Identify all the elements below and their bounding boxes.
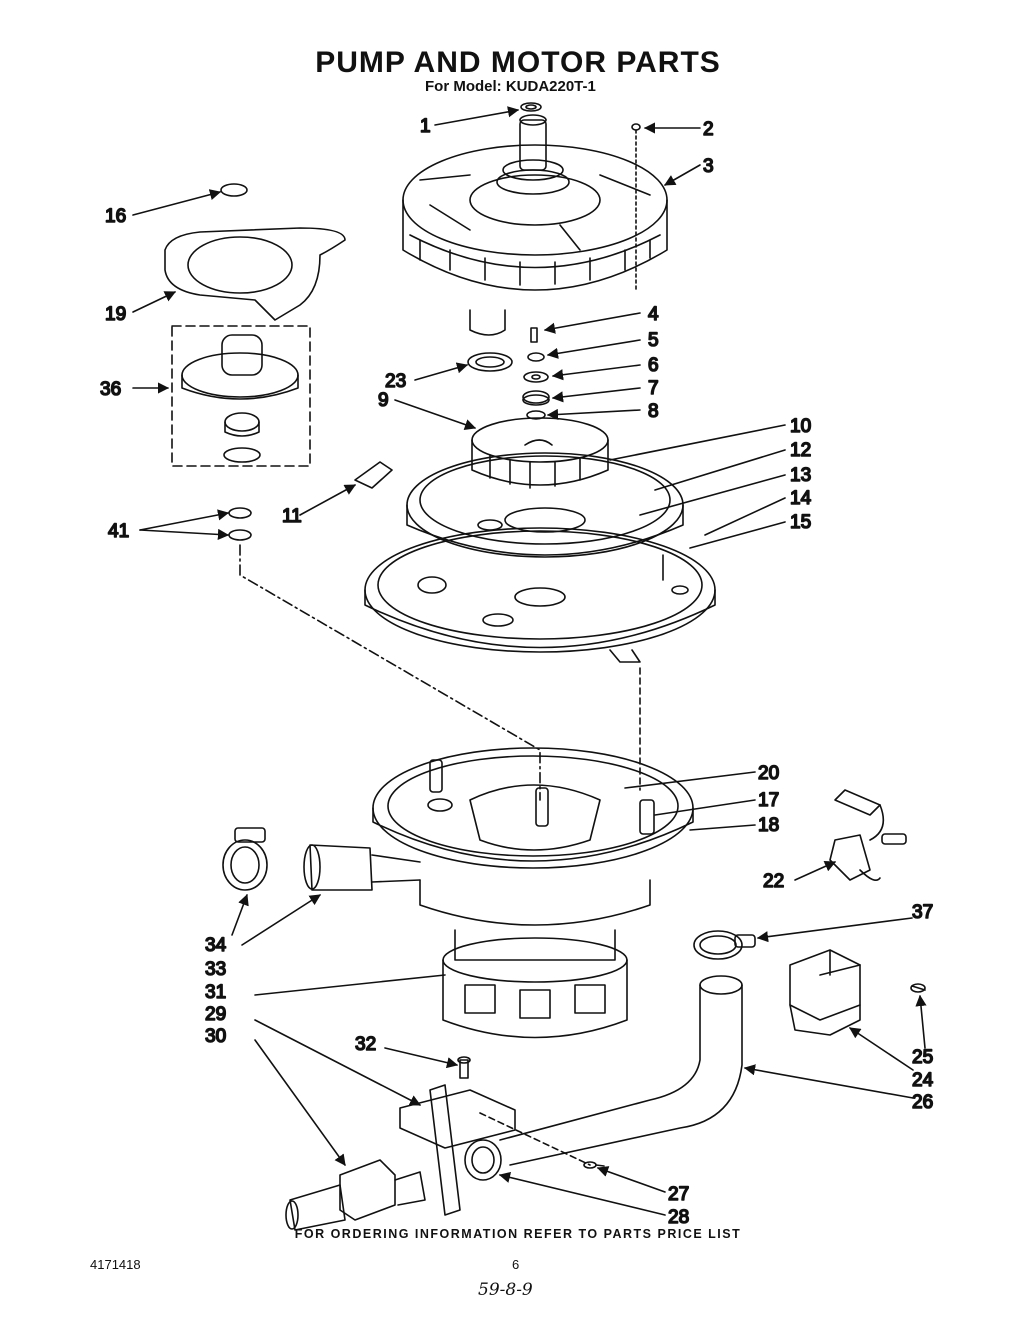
callout-1: 1 [420,116,431,137]
thermal-protector-22 [829,789,907,881]
seal-housing-36 [171,325,311,467]
base-gasket-plate [364,527,716,791]
callout-8: 8 [648,401,659,422]
callout-30: 30 [205,1026,226,1047]
screw-32 [457,1056,471,1079]
callout-15: 15 [790,512,811,533]
callout-6: 6 [648,355,659,376]
handwritten-note: 59-8-9 [478,1280,533,1300]
fitting-30 [285,1159,426,1231]
nut-5 [527,352,545,362]
relay-24 [789,949,861,1036]
callout-27: 27 [668,1184,689,1205]
seal-washer-1 [520,102,542,112]
callout-28: 28 [668,1207,689,1228]
callout-leaders [132,106,927,1216]
model-subtitle: For Model: KUDA220T-1 [425,78,596,95]
callout-25: 25 [912,1047,933,1068]
callout-2: 2 [703,119,714,140]
lower-pump-housing [372,747,694,961]
callout-24: 24 [912,1070,934,1091]
screw-4 [530,327,538,343]
clip-11 [354,461,393,489]
callout-13: 13 [790,465,811,486]
washer-8 [526,410,546,420]
o-rings-41 [228,507,252,541]
seal-23 [467,352,513,372]
callout-29: 29 [205,1004,226,1025]
callout-9: 9 [378,390,389,411]
valve-fitting-28 [464,1139,502,1181]
callout-4: 4 [648,304,659,325]
gasket-19 [164,227,346,321]
assembly-guide-line [239,544,541,801]
impeller-9 [471,417,609,489]
motor-assembly [402,114,668,336]
pump-housing-plate [406,452,684,558]
o-ring-16 [220,183,248,197]
hose-clamp-34 [222,827,268,891]
callout-41: 41 [108,521,129,542]
callout-22: 22 [763,871,784,892]
callout-16: 16 [105,206,126,227]
hose-clamp-37 [693,930,756,960]
page-title: PUMP AND MOTOR PARTS [315,46,721,79]
callout-14: 14 [790,488,812,509]
callout-10: 10 [790,416,811,437]
callout-7: 7 [648,378,659,399]
callout-23: 23 [385,371,406,392]
screw-27 [583,1161,605,1169]
callout-18: 18 [758,815,779,836]
callout-17: 17 [758,790,779,811]
callout-26: 26 [912,1092,933,1113]
motor-housing-31 [442,937,628,1039]
dashed-ref-line [479,1112,591,1166]
drain-hose-26 [499,975,743,1166]
mounting-bracket-29 [399,1084,516,1216]
callout-33: 33 [205,959,226,980]
callout-36: 36 [100,379,121,400]
ordering-note: FOR ORDERING INFORMATION REFER TO PARTS … [294,1227,742,1241]
screw-2 [631,123,641,291]
callout-12: 12 [790,440,811,461]
inlet-stub-33 [303,844,421,891]
callout-34: 34 [205,935,227,956]
page-number: 6 [512,1257,520,1272]
callout-37: 37 [912,902,933,923]
callout-3: 3 [703,156,714,177]
screw-25 [910,983,926,993]
seal-7 [522,390,550,406]
callout-5: 5 [648,330,659,351]
washer-6 [523,371,549,383]
document-number: 4171418 [90,1257,141,1272]
callout-19: 19 [105,304,126,325]
callout-20: 20 [758,763,779,784]
callout-32: 32 [355,1034,376,1055]
callout-11: 11 [282,506,302,527]
callout-31: 31 [205,982,226,1003]
